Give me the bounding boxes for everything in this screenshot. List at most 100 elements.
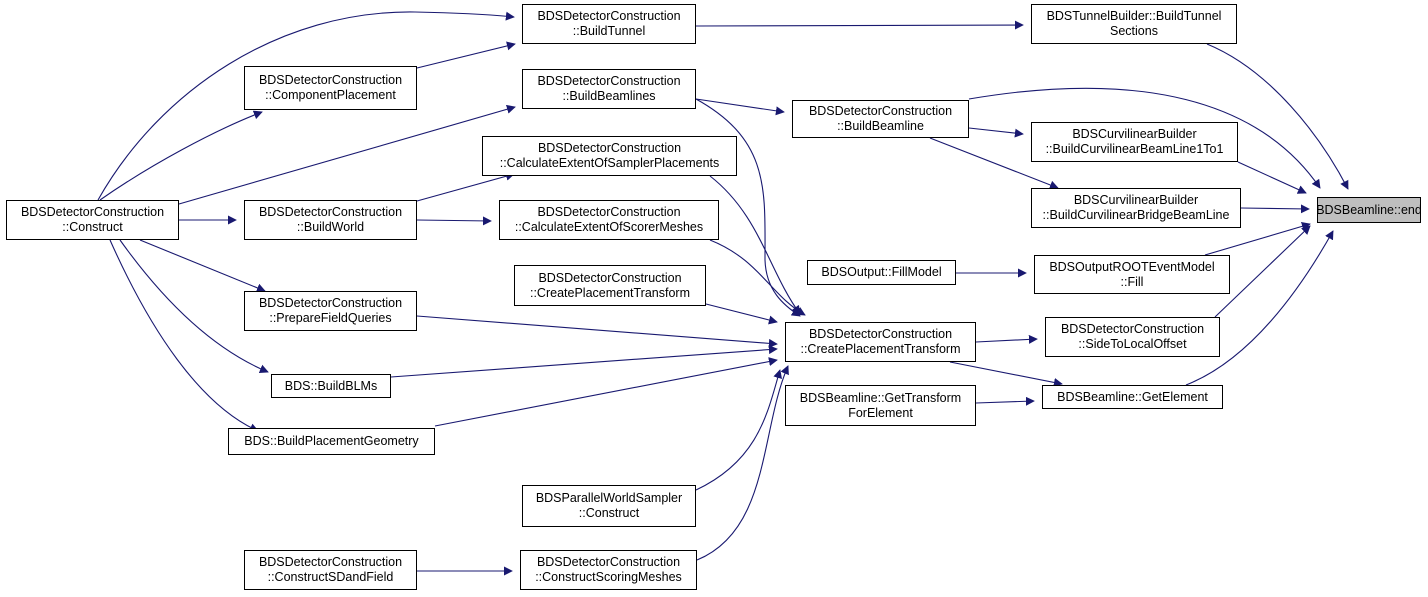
- node-ccbl-label-2: ::BuildCurvilinearBeamLine1To1: [1045, 142, 1224, 156]
- edge-ccbb-to-end: [1240, 204, 1310, 214]
- node-ccbl-label-1: BDSCurvilinearBuilder: [1072, 127, 1197, 141]
- node-cpt1-label-1: BDSDetectorConstruction: [538, 270, 682, 285]
- edge-con-to-bbs: [178, 104, 516, 205]
- node-ccbb-label-2: ::BuildCurvilinearBridgeBeamLine: [1042, 208, 1230, 222]
- node-cesm-label-1: BDSDetectorConstruction: [537, 205, 681, 219]
- node-bw-label-2: ::BuildWorld: [296, 220, 365, 234]
- node-bt-label-2: ::BuildTunnel: [572, 24, 646, 38]
- node-csf[interactable]: BDSDetectorConstruction::ConstructSDandF…: [244, 550, 417, 590]
- node-end[interactable]: BDSBeamline::end: [1316, 197, 1422, 223]
- node-ofm-label-1: BDSOutput::FillModel: [821, 265, 942, 279]
- edge-bb-to-ccbb: [929, 137, 1059, 190]
- node-btb-label-2: Sections: [1110, 24, 1158, 38]
- node-csf-label-1: BDSDetectorConstruction: [258, 555, 403, 569]
- edge-oref-to-end: [1204, 221, 1311, 256]
- node-ccbl[interactable]: BDSCurvilinearBuilder::BuildCurvilinearB…: [1031, 122, 1238, 162]
- node-ccbb[interactable]: BDSCurvilinearBuilder::BuildCurvilinearB…: [1031, 188, 1241, 228]
- node-cpt2-label-1: BDSDetectorConstruction: [808, 327, 953, 341]
- node-blm[interactable]: BDS::BuildBLMs: [271, 374, 391, 398]
- edge-cpt2-to-stlo: [975, 334, 1038, 344]
- node-cesm-label-2: ::CalculateExtentOfScorerMeshes: [514, 220, 704, 234]
- node-ofm[interactable]: BDSOutput::FillModel: [807, 260, 956, 285]
- node-bpg[interactable]: BDS::BuildPlacementGeometry: [228, 428, 435, 455]
- edge-btb-to-end: [1206, 43, 1349, 190]
- node-bw-label-1: BDSDetectorConstruction: [258, 205, 403, 219]
- node-csm-label-2: ::ConstructScoringMeshes: [535, 570, 682, 584]
- node-blm-label-1: BDS::BuildBLMs: [284, 378, 378, 393]
- edge-con-to-pfq: [139, 239, 266, 293]
- edge-bt-to-btb: [695, 20, 1024, 30]
- node-bbs-label-1: BDSDetectorConstruction: [537, 74, 681, 88]
- node-btb-label-1: BDSTunnelBuilder::BuildTunnel: [1046, 9, 1222, 23]
- node-cpt1-label-2: ::CreatePlacementTransform: [529, 285, 690, 300]
- edge-bbs-to-cpt2: [695, 98, 801, 317]
- node-cpt1[interactable]: BDSDetectorConstruction::CreatePlacement…: [514, 265, 706, 306]
- node-end-label-1: BDSBeamline::end: [1316, 202, 1422, 217]
- edge-con-to-bpg: [109, 239, 259, 432]
- edge-blm-to-cpt2: [390, 345, 778, 378]
- node-bt[interactable]: BDSDetectorConstruction::BuildTunnel: [522, 4, 696, 44]
- node-cp-label-2: ::ComponentPlacement: [265, 88, 396, 102]
- node-stlo[interactable]: BDSDetectorConstruction::SideToLocalOffs…: [1045, 317, 1220, 357]
- node-bb[interactable]: BDSDetectorConstruction::BuildBeamline: [792, 100, 969, 138]
- node-ccbb-label-1: BDSCurvilinearBuilder: [1073, 193, 1199, 207]
- node-con-label-1: BDSDetectorConstruction: [20, 205, 165, 219]
- edge-bb-to-ccbl: [968, 127, 1024, 138]
- node-pws-label-2: ::Construct: [578, 506, 640, 520]
- node-cext[interactable]: BDSDetectorConstruction::CalculateExtent…: [482, 136, 737, 176]
- node-cp[interactable]: BDSDetectorConstruction::ComponentPlacem…: [244, 66, 417, 110]
- node-bt-label-1: BDSDetectorConstruction: [537, 9, 681, 23]
- edge-con-to-bt: [97, 11, 515, 201]
- edge-cpt2-to-ge: [949, 361, 1063, 387]
- edge-bb-to-end: [968, 87, 1321, 189]
- node-gtfe-label-2: ForElement: [848, 405, 913, 420]
- node-con-label-2: ::Construct: [62, 220, 123, 234]
- node-con[interactable]: BDSDetectorConstruction::Construct: [6, 200, 179, 240]
- node-cext-label-2: ::CalculateExtentOfSamplerPlacements: [499, 156, 720, 170]
- node-cp-label-1: BDSDetectorConstruction: [258, 73, 403, 87]
- edge-bw-to-cesm: [416, 216, 492, 226]
- edge-pws-to-cpt2: [695, 369, 782, 491]
- node-ge[interactable]: BDSBeamline::GetElement: [1042, 385, 1223, 409]
- edge-bpg-to-cpt2: [434, 357, 778, 427]
- node-csf-label-2: ::ConstructSDandField: [267, 570, 394, 584]
- node-pfq-label-1: BDSDetectorConstruction: [258, 296, 403, 310]
- node-bb-label-1: BDSDetectorConstruction: [808, 104, 953, 118]
- node-oref-label-2: ::Fill: [1120, 274, 1144, 289]
- edge-cpt1-to-cpt2: [705, 303, 778, 325]
- node-cext-label-1: BDSDetectorConstruction: [537, 141, 682, 155]
- edge-gtfe-to-ge: [975, 396, 1035, 406]
- node-bbs-label-2: ::BuildBeamlines: [562, 89, 656, 103]
- node-pfq[interactable]: BDSDetectorConstruction::PrepareFieldQue…: [244, 291, 417, 331]
- edge-con-to-blm: [119, 239, 269, 374]
- node-oref[interactable]: BDSOutputROOTEventModel::Fill: [1034, 255, 1230, 294]
- edge-cp-to-bt: [416, 41, 516, 69]
- edge-pfq-to-cpt2: [416, 315, 778, 348]
- node-oref-label-1: BDSOutputROOTEventModel: [1049, 259, 1215, 274]
- edge-cesm-to-cpt2: [709, 239, 806, 316]
- node-bw[interactable]: BDSDetectorConstruction::BuildWorld: [244, 200, 417, 240]
- node-cesm[interactable]: BDSDetectorConstruction::CalculateExtent…: [499, 200, 719, 240]
- node-stlo-label-1: BDSDetectorConstruction: [1060, 322, 1205, 336]
- node-bpg-label-1: BDS::BuildPlacementGeometry: [244, 434, 419, 448]
- node-csm-label-1: BDSDetectorConstruction: [536, 555, 681, 569]
- edge-stlo-to-end: [1214, 225, 1311, 318]
- node-bbs[interactable]: BDSDetectorConstruction::BuildBeamlines: [522, 69, 696, 109]
- edge-cext-to-cpt2: [709, 175, 801, 315]
- node-csm[interactable]: BDSDetectorConstruction::ConstructScorin…: [520, 550, 697, 590]
- edge-ccbl-to-end: [1237, 161, 1307, 194]
- node-cpt2-label-2: ::CreatePlacementTransform: [800, 342, 961, 356]
- node-pws-label-1: BDSParallelWorldSampler: [535, 491, 683, 505]
- edge-ge-to-end: [1185, 230, 1334, 386]
- edge-csm-to-cpt2: [696, 365, 789, 561]
- node-cpt2[interactable]: BDSDetectorConstruction::CreatePlacement…: [785, 322, 976, 362]
- node-pws[interactable]: BDSParallelWorldSampler::Construct: [522, 485, 696, 527]
- node-stlo-label-2: ::SideToLocalOffset: [1078, 337, 1187, 351]
- edge-con-to-cp: [99, 110, 263, 201]
- node-bb-label-2: ::BuildBeamline: [837, 119, 924, 133]
- edge-bw-to-cext: [416, 171, 515, 202]
- node-pfq-label-2: ::PrepareFieldQueries: [269, 311, 392, 325]
